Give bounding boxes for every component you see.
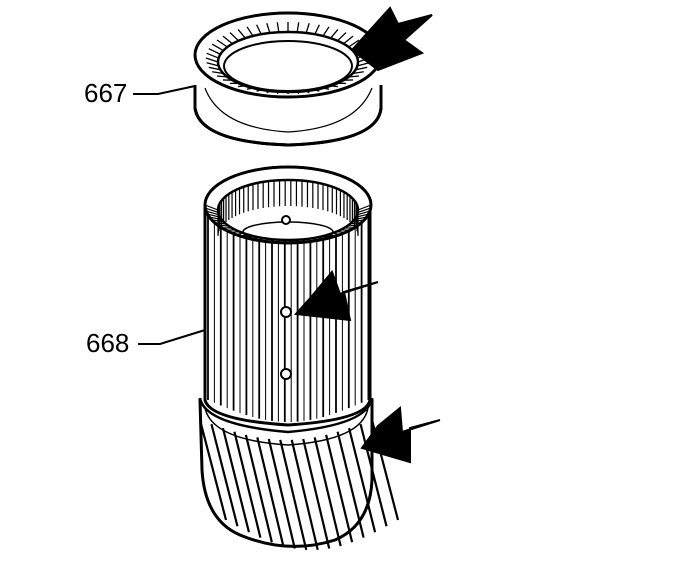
oil-hole bbox=[281, 307, 291, 317]
oil-hole bbox=[282, 216, 290, 224]
leader-line-668 bbox=[138, 330, 205, 344]
callout-label-668: 668 bbox=[86, 330, 129, 356]
hatch-line bbox=[347, 225, 358, 226]
hatch-line bbox=[336, 232, 345, 233]
arrow-icon bbox=[362, 408, 440, 462]
hatch-line bbox=[218, 225, 229, 226]
leader-line-667 bbox=[133, 86, 195, 94]
oil-hole bbox=[281, 369, 291, 379]
synchronizer-ring-667 bbox=[195, 13, 381, 145]
hatch-line bbox=[331, 86, 338, 87]
hatch-line bbox=[231, 232, 240, 233]
gear-sleeve-668 bbox=[200, 167, 398, 550]
callout-label-667: 667 bbox=[84, 80, 127, 106]
hatch-line bbox=[238, 86, 245, 87]
